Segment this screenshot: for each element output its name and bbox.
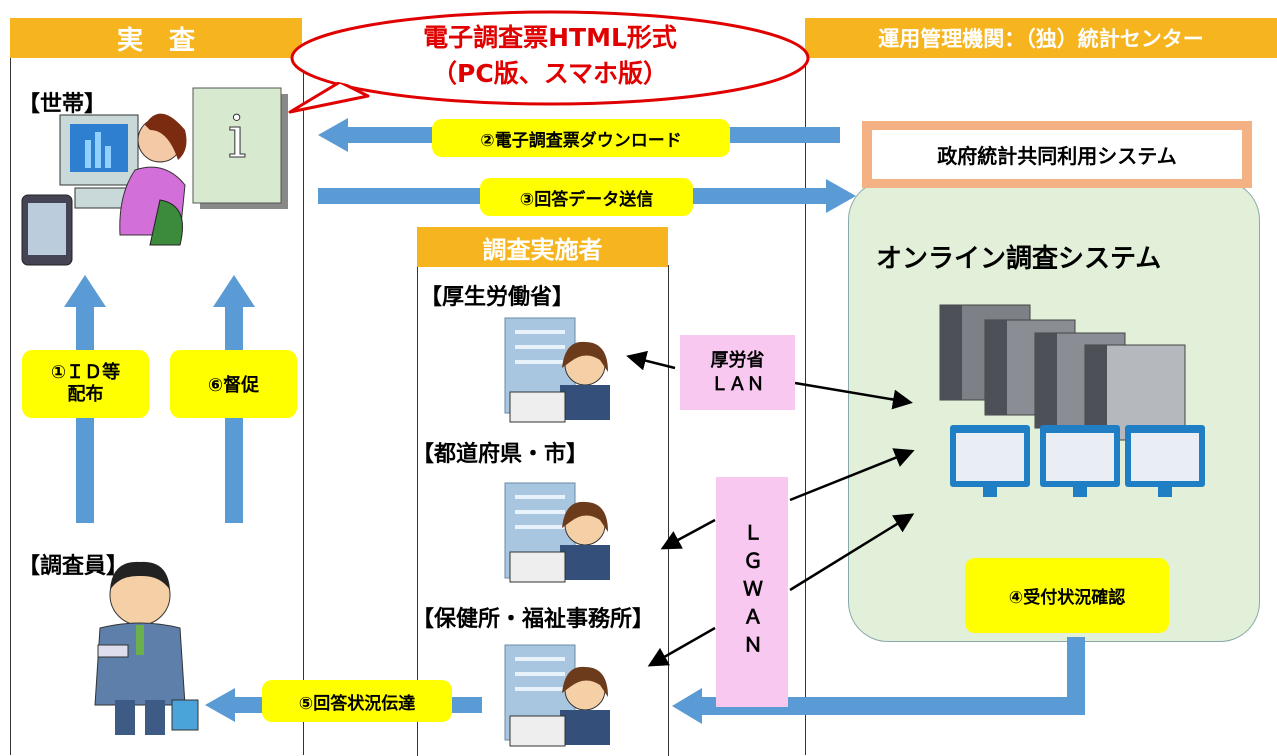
network-mhlw-lan: 厚労省 ＬＡＮ <box>680 335 795 410</box>
label-health-center: 【保健所・福祉事務所】 <box>412 607 655 632</box>
info-document-icon: i <box>192 87 288 209</box>
server-cluster <box>939 304 1186 441</box>
investigator-illustration <box>94 561 199 735</box>
step-receipt-check: ④受付状況確認 <box>965 558 1169 633</box>
household-person-illustration <box>21 113 187 266</box>
step-status-report: ⑤回答状況伝達 <box>262 680 452 722</box>
online-system-title: オンライン調査システム <box>876 244 1162 274</box>
right-column-frame <box>805 58 1276 755</box>
step-download: ②電子調査票ダウンロード <box>432 119 730 157</box>
gov-system-label: 政府統計共同利用システム <box>937 144 1177 168</box>
arrow-status <box>672 637 1085 724</box>
network-connectors <box>626 350 915 667</box>
header-chosa-jisshisha: 調査実施者 <box>417 227 668 267</box>
left-column-frame <box>10 58 304 755</box>
callout-bubble <box>288 10 810 114</box>
label-investigator: 【調査員】 <box>18 554 129 579</box>
header-jissa: 実 査 <box>10 18 302 58</box>
step-reminder: ⑥督促 <box>170 350 297 418</box>
office-worker-prefecture <box>504 482 610 583</box>
step-send: ③回答データ送信 <box>480 178 693 216</box>
gov-system-inner: 政府統計共同利用システム <box>872 130 1242 179</box>
office-worker-mhlw <box>504 317 610 423</box>
network-lgwan-label: ＬＧＷＡＮ <box>739 522 764 662</box>
office-worker-health-center <box>504 644 610 747</box>
header-unyo-kanri: 運用管理機関：（独）統計センター <box>805 18 1277 58</box>
callout-line2: （PC版、スマホ版） <box>432 59 668 88</box>
svg-text:i: i <box>228 103 247 171</box>
label-mhlw: 【厚生労働省】 <box>420 285 575 310</box>
monitor-group <box>950 425 1205 497</box>
callout-text: 電子調査票HTML形式 （PC版、スマホ版） <box>300 20 800 92</box>
callout-line1: 電子調査票HTML形式 <box>423 23 677 52</box>
network-lgwan: ＬＧＷＡＮ <box>716 477 788 707</box>
label-household: 【世帯】 <box>18 92 107 117</box>
label-prefecture: 【都道府県・市】 <box>412 442 589 467</box>
step-distribute: ①ＩＤ等 配布 <box>22 350 149 418</box>
